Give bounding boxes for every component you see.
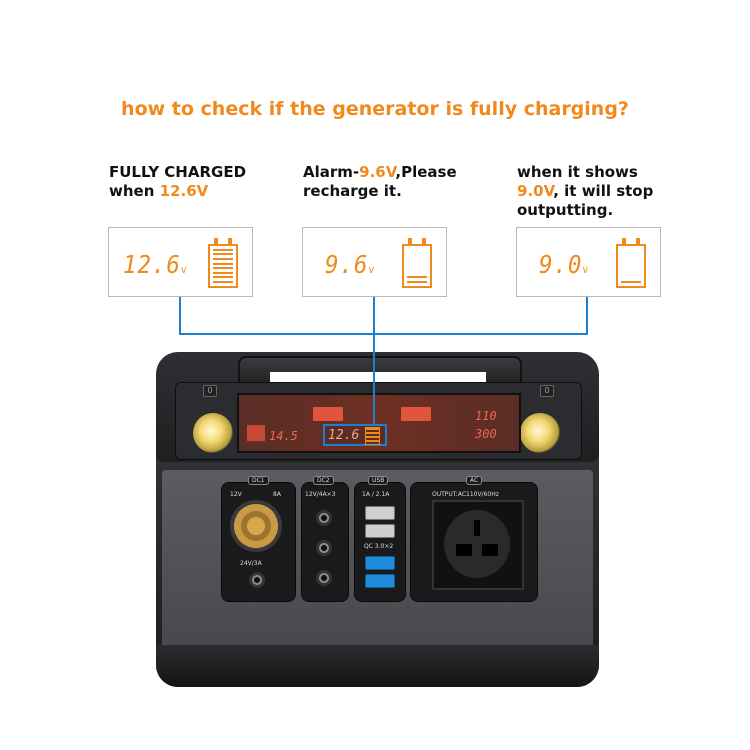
caption-line: recharge it. bbox=[303, 182, 402, 200]
usb-spec-label: 1A / 2.1A bbox=[362, 491, 390, 498]
qc-usb-port[interactable] bbox=[365, 556, 395, 570]
light-switch-left[interactable]: 0 bbox=[203, 385, 217, 397]
display-panel-alarm: 9.6v bbox=[302, 227, 447, 297]
dc-jack[interactable] bbox=[316, 510, 332, 526]
battery-icon bbox=[402, 238, 432, 288]
caption-line: 9.0V, it will stop bbox=[517, 182, 654, 200]
usb-port[interactable] bbox=[365, 524, 395, 538]
voltage-reading: 9.6v bbox=[325, 250, 376, 279]
lcd-plug-icon bbox=[401, 407, 431, 421]
usb-panel bbox=[354, 482, 406, 602]
ac-tag: AC bbox=[466, 476, 483, 485]
led-light-left bbox=[193, 413, 233, 453]
headline: how to check if the generator is fully c… bbox=[121, 98, 629, 120]
battery-level-bar bbox=[213, 276, 233, 279]
caption-line: when 12.6V bbox=[109, 182, 209, 200]
caption-value: 9.0V bbox=[517, 182, 554, 200]
dc1-current-label: 8A bbox=[273, 491, 281, 498]
led-light-right bbox=[520, 413, 560, 453]
caption-stop-output: when it shows 9.0V, it will stop outputt… bbox=[517, 163, 653, 220]
lcd-input-reading: 14.5 bbox=[269, 429, 298, 443]
lcd-battery-icon bbox=[365, 427, 380, 445]
caption-line: Alarm-9.6V,Please bbox=[303, 163, 457, 181]
qc-usb-port[interactable] bbox=[365, 574, 395, 588]
caption-value: 12.6V bbox=[159, 182, 209, 200]
dc1-bottom-label: 24V/3A bbox=[240, 560, 262, 567]
light-switch-right[interactable]: 0 bbox=[540, 385, 554, 397]
battery-level-bar bbox=[213, 262, 233, 265]
battery-level-bar bbox=[621, 281, 641, 283]
battery-icon bbox=[208, 238, 238, 288]
dc2-tag: DC2 bbox=[313, 476, 334, 485]
battery-level-bar bbox=[213, 248, 233, 251]
cigarette-lighter-socket[interactable] bbox=[230, 500, 282, 552]
caption-alarm: Alarm-9.6V,Please recharge it. bbox=[303, 163, 457, 201]
battery-level-bar bbox=[213, 281, 233, 283]
connector-line bbox=[586, 297, 588, 334]
dc1-voltage-label: 12V bbox=[230, 491, 242, 498]
dc-jack[interactable] bbox=[249, 572, 265, 588]
usb-port[interactable] bbox=[365, 506, 395, 520]
lcd-plug-icon bbox=[313, 407, 343, 421]
outlet-pin bbox=[474, 520, 480, 536]
battery-level-bar bbox=[213, 258, 233, 260]
caption-value: 9.6V bbox=[359, 163, 396, 181]
caption-fully-charged: FULLY CHARGED when 12.6V bbox=[109, 163, 246, 201]
usb-tag: USB bbox=[368, 476, 389, 485]
ac-spec-label: OUTPUT:AC110V/60Hz bbox=[432, 491, 499, 498]
outlet-face bbox=[444, 510, 510, 578]
handle-opening bbox=[270, 372, 486, 384]
voltage-reading: 9.0v bbox=[539, 250, 590, 279]
generator-base bbox=[156, 645, 599, 687]
caption-line: FULLY CHARGED bbox=[109, 163, 247, 181]
qc-label: QC 3.0×2 bbox=[364, 543, 394, 550]
battery-level-bar bbox=[213, 267, 233, 270]
connector-line bbox=[373, 297, 375, 425]
display-panel-full: 12.6v bbox=[108, 227, 253, 297]
connector-line bbox=[179, 297, 181, 334]
lcd-output-power: 300 bbox=[475, 427, 497, 441]
ac-outlet[interactable] bbox=[432, 500, 524, 590]
battery-level-bar bbox=[213, 271, 233, 274]
dc-jack[interactable] bbox=[316, 570, 332, 586]
voltage-reading: 12.6v bbox=[123, 250, 188, 279]
lcd-output-voltage: 110 bbox=[475, 409, 497, 423]
caption-line: when it shows bbox=[517, 163, 638, 181]
dc1-tag: DC1 bbox=[248, 476, 269, 485]
battery-level-bar bbox=[407, 276, 427, 279]
lcd-solar-icon bbox=[247, 425, 265, 441]
outlet-pin bbox=[456, 544, 472, 556]
connector-line bbox=[179, 333, 588, 335]
caption-line: outputting. bbox=[517, 201, 614, 219]
dc-jack[interactable] bbox=[316, 540, 332, 556]
battery-level-bar bbox=[213, 253, 233, 256]
battery-level-bar bbox=[407, 281, 427, 283]
dc2-spec-label: 12V/4A×3 bbox=[305, 491, 336, 498]
battery-icon bbox=[616, 238, 646, 288]
display-panel-cutoff: 9.0v bbox=[516, 227, 661, 297]
outlet-pin bbox=[482, 544, 498, 556]
